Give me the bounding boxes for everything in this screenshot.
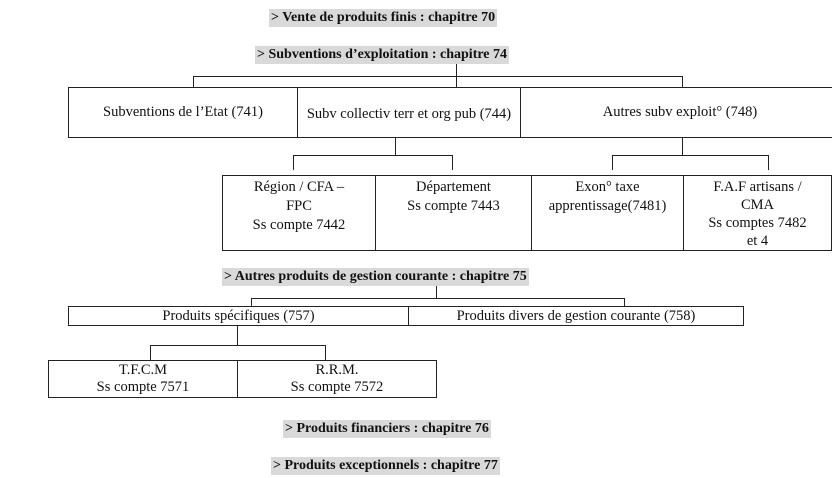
- connector: [436, 286, 437, 298]
- node-line: Ss compte 7571: [96, 379, 190, 395]
- node-758: Produits divers de gestion courante (758…: [456, 308, 696, 324]
- node-line: Ss comptes 7482: [708, 215, 807, 231]
- node-7442: Région / CFA – FPC Ss compte 7442: [223, 176, 376, 250]
- connector: [193, 76, 194, 88]
- connector: [193, 76, 683, 77]
- connector: [612, 155, 613, 170]
- chapter-75-level1-row: Produits spécifiques (757) Produits dive…: [68, 306, 744, 326]
- chapter-77-heading: > Produits exceptionnels : chapitre 77: [271, 457, 500, 475]
- chapter-75-level2-row: T.F.C.M Ss compte 7571 R.R.M. Ss compte …: [48, 360, 437, 398]
- node-line: F.A.F artisans /: [713, 179, 802, 195]
- node-748: Autres subv exploit° (748): [602, 104, 758, 120]
- chapter-74-heading: > Subventions d’exploitation : chapitre …: [255, 46, 510, 64]
- connector: [612, 155, 769, 156]
- node-line: T.F.C.M: [118, 362, 168, 378]
- node-line: Exon° taxe: [575, 179, 640, 195]
- connector: [293, 155, 453, 156]
- chapter-76-heading: > Produits financiers : chapitre 76: [283, 420, 491, 438]
- node-7572: R.R.M. Ss compte 7572: [238, 361, 436, 397]
- node-7571: T.F.C.M Ss compte 7571: [49, 361, 238, 397]
- node-7443: Département Ss compte 7443: [376, 176, 532, 250]
- node-line: et 4: [746, 233, 769, 249]
- node-line: Département: [416, 179, 491, 195]
- connector: [682, 76, 683, 88]
- connector: [395, 137, 396, 156]
- node-line: CMA: [740, 197, 775, 213]
- connector: [251, 298, 252, 307]
- chapter-74-level1-row: Subventions de l’Etat (741) Subv collect…: [68, 87, 832, 138]
- connector: [768, 155, 769, 170]
- chapter-70-heading: > Vente de produits finis : chapitre 70: [269, 9, 498, 27]
- node-line: apprentissage(7481): [548, 198, 667, 214]
- connector: [237, 325, 238, 346]
- node-line: Ss compte 7442: [252, 217, 346, 233]
- connector: [682, 137, 683, 156]
- connector: [251, 298, 624, 299]
- node-757: Produits spécifiques (757): [69, 307, 409, 325]
- connector: [150, 345, 326, 346]
- node-7482: F.A.F artisans / CMA Ss comptes 7482 et …: [684, 176, 831, 250]
- node-line: FPC: [286, 198, 312, 214]
- node-line: Région / CFA –: [253, 179, 345, 195]
- node-line: Ss compte 7572: [290, 379, 384, 395]
- connector: [452, 155, 453, 170]
- node-741: Subventions de l’Etat (741): [69, 88, 298, 137]
- connector: [325, 345, 326, 360]
- node-7481: Exon° taxe apprentissage(7481): [532, 176, 684, 250]
- node-line: Ss compte 7443: [407, 198, 500, 214]
- connector: [456, 76, 457, 88]
- node-744: Subv collectiv terr et org pub (744): [298, 88, 521, 137]
- chapter-74-level2-row: Région / CFA – FPC Ss compte 7442 Départ…: [222, 175, 832, 251]
- node-line: R.R.M.: [315, 362, 359, 378]
- chapter-75-heading: > Autres produits de gestion courante : …: [222, 268, 529, 286]
- connector: [624, 298, 625, 307]
- connector: [456, 64, 457, 77]
- connector: [293, 155, 294, 170]
- connector: [150, 345, 151, 360]
